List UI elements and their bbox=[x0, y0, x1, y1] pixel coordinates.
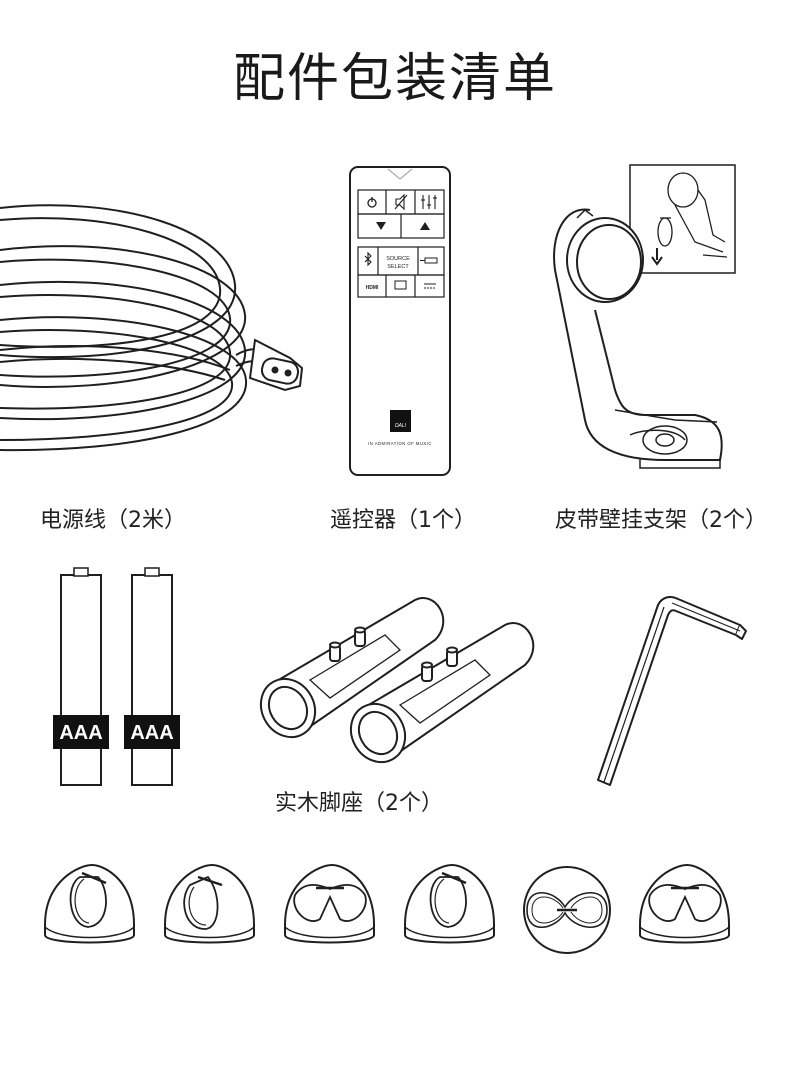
wooden-feet-caption: 实木脚座（2个） bbox=[275, 791, 443, 816]
battery-1-label: AAA bbox=[59, 722, 102, 744]
source-button-label: SOURCE bbox=[386, 256, 410, 262]
brand-logo bbox=[390, 410, 411, 432]
brand-name: DALI bbox=[395, 423, 407, 429]
cable-clip-2 bbox=[164, 864, 255, 944]
cable-clips-row bbox=[40, 855, 750, 975]
cable-clip-4 bbox=[404, 864, 495, 944]
down-arrow-icon bbox=[651, 248, 663, 266]
bluetooth-icon bbox=[364, 251, 372, 267]
wooden-foot-2 bbox=[349, 622, 535, 764]
cable-clip-3 bbox=[284, 864, 375, 944]
power-cord-illustration bbox=[0, 190, 320, 460]
hex-key-illustration bbox=[590, 595, 750, 790]
remote-caption: 遥控器（1个） bbox=[330, 508, 476, 533]
display-icon bbox=[424, 283, 436, 289]
wooden-foot-1 bbox=[259, 597, 445, 739]
eq-icon bbox=[421, 195, 437, 209]
remote-illustration: SOURCE SELECT HDMI DALI IN ADMIRATION OF… bbox=[348, 165, 453, 480]
page-title: 配件包装清单 bbox=[232, 49, 557, 109]
battery-2: AAA bbox=[124, 567, 180, 786]
battery-2-label: AAA bbox=[130, 722, 173, 744]
mute-icon bbox=[394, 193, 408, 211]
wooden-feet-illustration bbox=[250, 590, 550, 770]
battery-1: AAA bbox=[53, 567, 109, 786]
power-icon bbox=[367, 197, 377, 208]
cable-clip-1 bbox=[44, 864, 135, 944]
batteries-illustration: AAA AAA bbox=[45, 565, 195, 790]
brand-slogan: IN ADMIRATION OF MUSIC bbox=[368, 441, 432, 446]
hdmi-icon: HDMI bbox=[366, 285, 379, 291]
wall-bracket-illustration bbox=[535, 160, 745, 480]
up-arrow-icon bbox=[420, 222, 430, 230]
select-button-label: SELECT bbox=[387, 264, 409, 270]
power-cord-caption: 电源线（2米） bbox=[40, 508, 186, 533]
down-arrow-icon bbox=[376, 222, 386, 230]
cable-clip-6 bbox=[639, 864, 730, 944]
tv-icon bbox=[394, 280, 407, 290]
wall-bracket-caption: 皮带壁挂支架（2个） bbox=[555, 508, 767, 533]
optical-icon bbox=[420, 257, 438, 264]
cable-clip-5 bbox=[523, 866, 611, 954]
